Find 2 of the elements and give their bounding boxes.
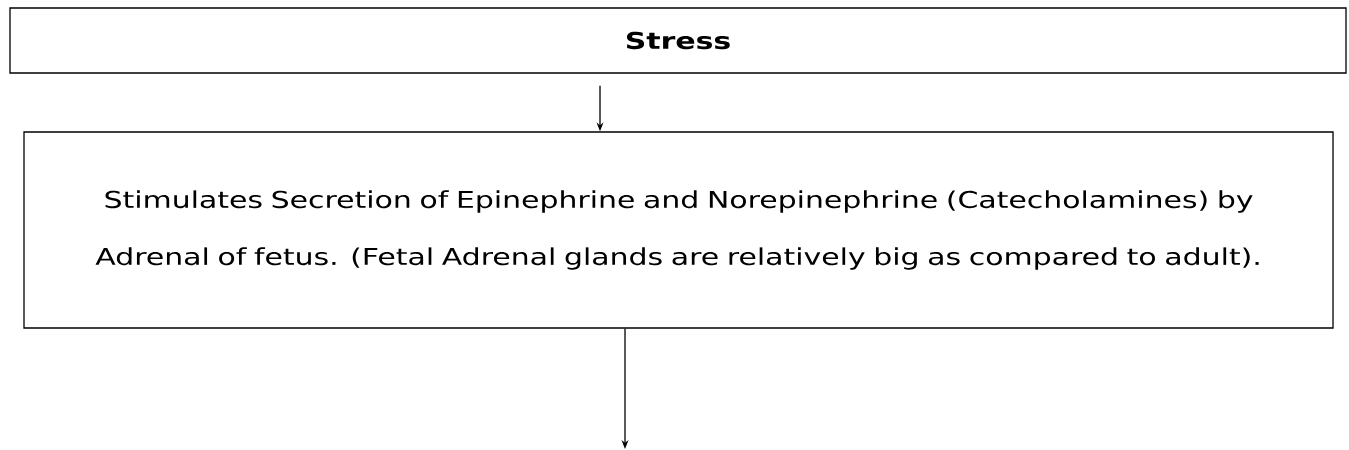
process-box: Stimulates Secretion of Epinephrine and Norepinephrine (Catecholamines) by Adrenal of fetus. (Fetal Adrenal glands are relatively big as compared to adult).: [23, 131, 1334, 329]
heading-box: Stress: [9, 7, 1347, 74]
